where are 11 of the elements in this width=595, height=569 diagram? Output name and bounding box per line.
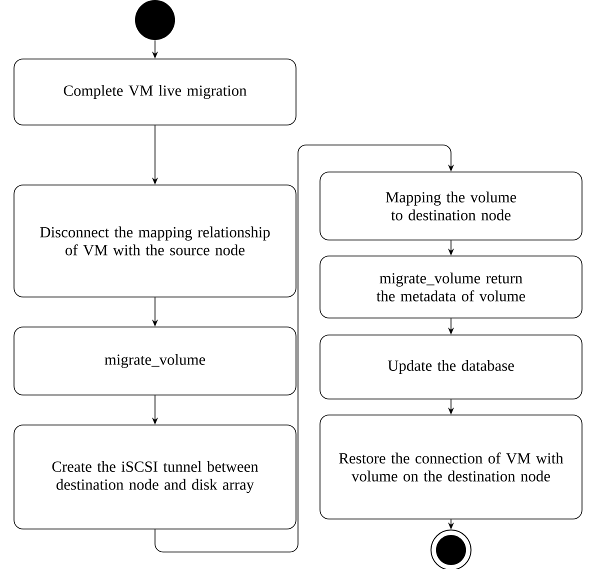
arrow bbox=[154, 144, 454, 552]
end-node bbox=[430, 530, 472, 569]
process-box: Update the database bbox=[320, 334, 582, 400]
process-box: Create the iSCSI tunnel between destination node and disk array bbox=[14, 424, 296, 530]
process-box: migrate_volume bbox=[14, 326, 296, 396]
process-box: Disconnect the mapping relationship of VM with the source node bbox=[14, 184, 296, 298]
process-box: Complete VM live migration bbox=[14, 58, 296, 126]
process-box: migrate_volume return the metadata of volume bbox=[320, 256, 582, 318]
process-box: Restore the connection of VM with volume on the destination node bbox=[320, 414, 582, 520]
start-node bbox=[135, 0, 175, 40]
process-box: Mapping the volume to destination node bbox=[320, 172, 582, 240]
